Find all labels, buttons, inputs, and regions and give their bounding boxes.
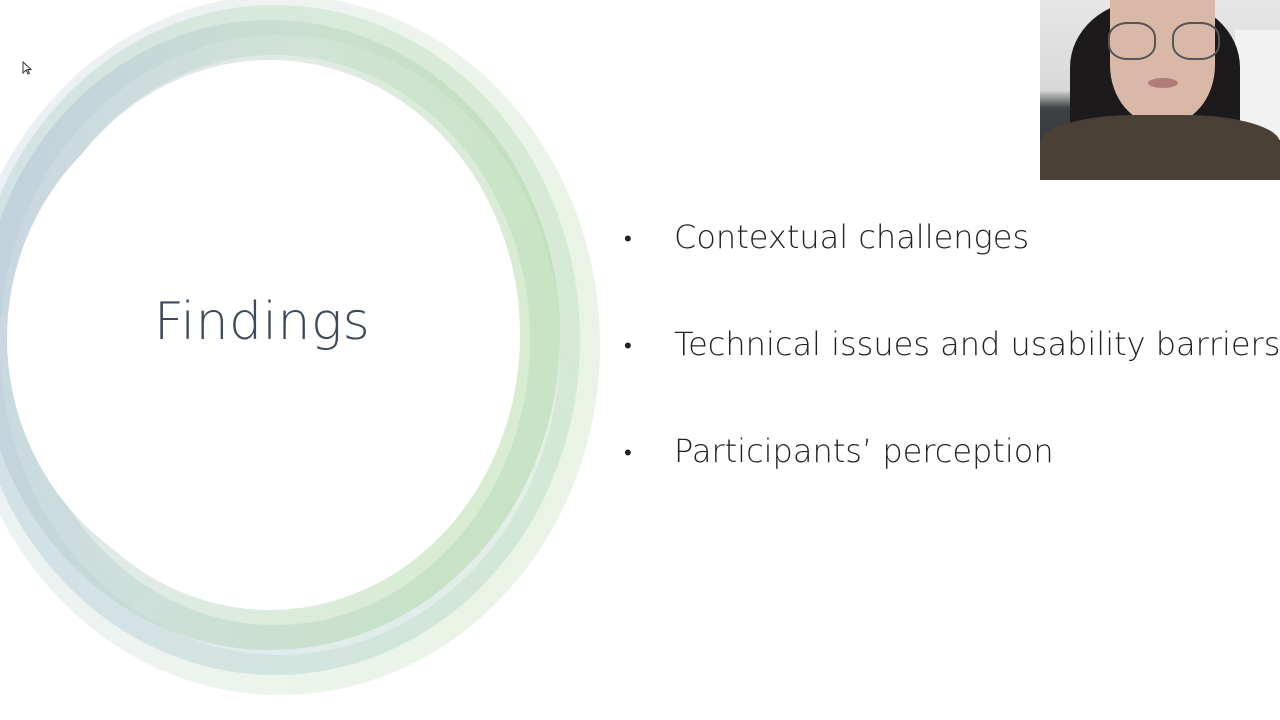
bullet-dot-icon: • (624, 227, 632, 252)
bullet-text: Contextual challenges (674, 218, 1030, 256)
slide-title: Findings (154, 292, 371, 352)
mouse-pointer-icon (22, 60, 33, 79)
webcam-video (1040, 0, 1280, 180)
bullet-item: • Participants’ perception (624, 432, 1054, 470)
bullet-text: Participants’ perception (674, 432, 1054, 470)
bullet-dot-icon: • (624, 334, 632, 359)
bullet-item: • Technical issues and usability barriers (624, 325, 1280, 363)
bullet-item: • Contextual challenges (624, 218, 1029, 256)
decorative-ring (0, 0, 600, 695)
bullet-dot-icon: • (624, 441, 632, 466)
bullet-text: Technical issues and usability barriers (674, 325, 1280, 363)
